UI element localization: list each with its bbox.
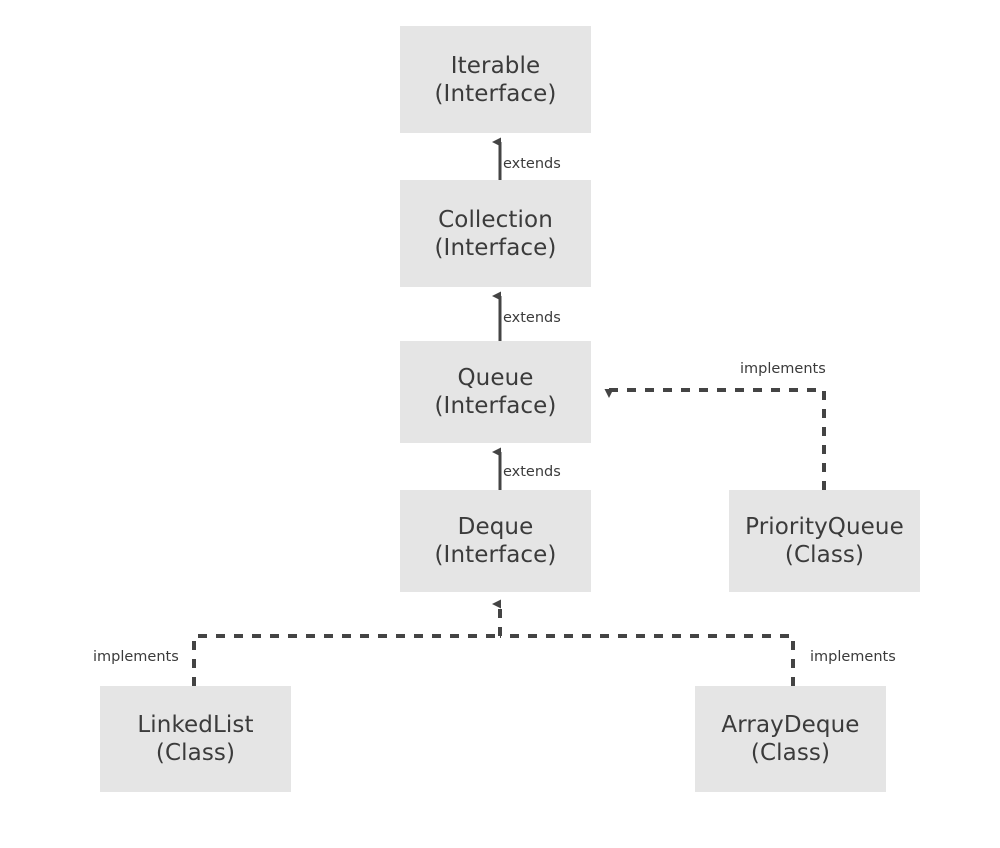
node-queue-stereotype: (Interface): [434, 393, 557, 419]
edge-linkedlist-implements-deque: [192, 634, 500, 686]
node-collection-title: Collection: [438, 206, 553, 233]
node-arraydeque[interactable]: ArrayDeque (Class): [695, 686, 886, 792]
edge-label-arraydeque-implements-deque: implements: [810, 649, 896, 665]
node-linkedlist-title: LinkedList: [137, 712, 254, 738]
node-priorityqueue-title: PriorityQueue: [745, 514, 904, 540]
edge-label-queue-extends-collection: extends: [503, 310, 561, 326]
node-deque-stereotype: (Interface): [434, 542, 557, 568]
node-linkedlist[interactable]: LinkedList (Class): [100, 686, 291, 792]
node-arraydeque-title: ArrayDeque: [721, 712, 860, 738]
edge-label-priorityqueue-implements-queue: implements: [740, 361, 826, 377]
edge-label-deque-extends-queue: extends: [503, 464, 561, 480]
node-priorityqueue-stereotype: (Class): [784, 542, 865, 568]
node-collection-stereotype: (Interface): [434, 234, 557, 261]
node-iterable[interactable]: Iterable (Interface): [400, 26, 591, 133]
edge-label-linkedlist-implements-deque: implements: [93, 649, 179, 665]
node-deque-title: Deque: [457, 514, 534, 540]
edge-arraydeque-implements-deque: [500, 634, 795, 686]
node-deque[interactable]: Deque (Interface): [400, 490, 591, 592]
node-linkedlist-stereotype: (Class): [155, 740, 236, 766]
edge-label-collection-extends-iterable: extends: [503, 156, 561, 172]
node-collection[interactable]: Collection (Interface): [400, 180, 591, 287]
edge-priorityqueue-implements-queue: [604, 388, 826, 490]
node-queue-title: Queue: [457, 365, 534, 391]
node-priorityqueue[interactable]: PriorityQueue (Class): [729, 490, 920, 592]
node-iterable-stereotype: (Interface): [434, 80, 557, 107]
node-queue[interactable]: Queue (Interface): [400, 341, 591, 443]
node-iterable-title: Iterable: [450, 52, 541, 79]
node-arraydeque-stereotype: (Class): [750, 740, 831, 766]
